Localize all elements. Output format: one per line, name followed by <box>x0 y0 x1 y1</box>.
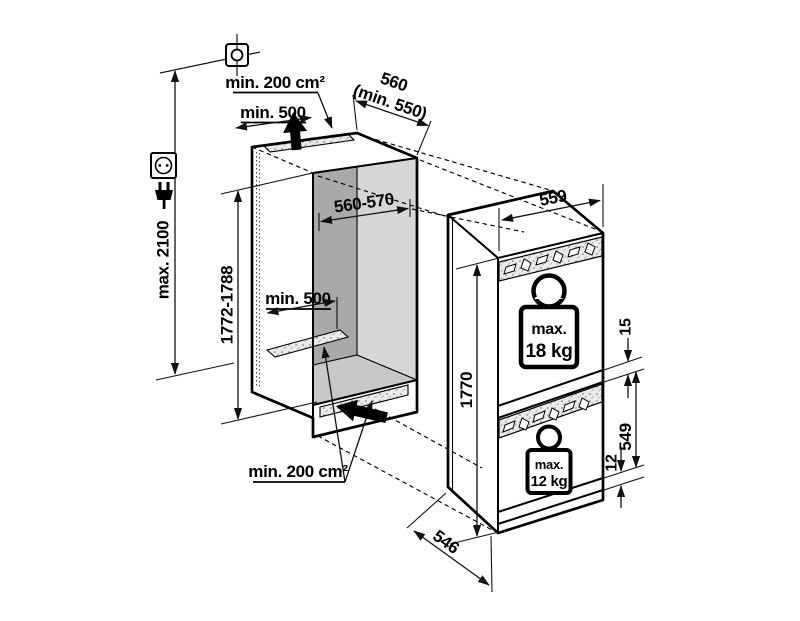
niche-drawing <box>250 131 419 439</box>
dim-appliance-height: 1770 <box>449 256 504 545</box>
dim-bottom-vent-area: min. 200 cm² <box>248 346 373 483</box>
dim-door-gap: 12 <box>604 449 645 508</box>
dim-top-vent-area: min. 200 cm² <box>225 73 333 129</box>
niche-floor <box>313 355 417 405</box>
dim-niche-interior-height: 1772-1788 <box>218 171 318 425</box>
lower-weight-value: 12 kg <box>531 473 568 490</box>
niche-interior-depth-label: min. 500 <box>265 289 331 308</box>
dim-niche-interior-depth: min. 500 <box>265 289 338 329</box>
weight-18kg-icon: max. 18 kg <box>518 273 580 370</box>
appliance-depth-label: 546 <box>429 526 462 558</box>
door-gap-label: 12 <box>604 454 621 472</box>
airflow-out-arrow-icon <box>283 112 308 151</box>
power-socket-icon <box>150 152 177 179</box>
dim-appliance-width: 559 <box>498 184 604 251</box>
dim-lower-door-height: 549 <box>603 371 645 479</box>
upper-weight-label: max. <box>531 321 566 338</box>
weight-12kg-icon: max. 12 kg <box>525 424 573 495</box>
lower-door-height-label: 549 <box>616 423 635 450</box>
appliance-width-label: 559 <box>538 186 569 210</box>
lower-weight-label: max. <box>535 457 563 472</box>
niche-interior-height-label: 1772-1788 <box>218 266 237 345</box>
airflow-in-arrow-icon <box>336 399 388 424</box>
floor-vent-strip <box>265 329 350 358</box>
appliance-height-label: 1770 <box>457 372 476 409</box>
upper-weight-value: 18 kg <box>525 341 572 362</box>
power-plug-icon <box>155 182 173 209</box>
dim-top-gap: 15 <box>603 318 645 398</box>
upper-brackets <box>503 242 596 275</box>
dim-max-total-height: max. 2100 <box>154 51 261 381</box>
lower-brackets <box>502 397 590 433</box>
bottom-vent-area-label: min. 200 cm² <box>248 462 348 481</box>
junction-box-icon <box>159 34 261 76</box>
appliance-drawing: max. 18 kg max. 12 kg <box>446 189 605 535</box>
max-total-height-label: max. 2100 <box>154 221 173 300</box>
top-vent-area-label: min. 200 cm² <box>225 73 325 92</box>
top-gap-label: 15 <box>618 318 635 336</box>
niche-left-wall <box>252 147 313 418</box>
